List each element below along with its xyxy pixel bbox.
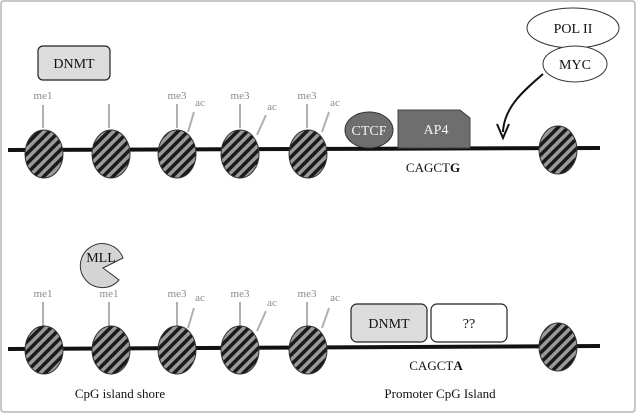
nucleosomes-bottom bbox=[24, 322, 578, 375]
dnmt-label-top: DNMT bbox=[53, 57, 95, 72]
nucleosome-top-4 bbox=[220, 129, 260, 179]
mll-complex: MLL bbox=[79, 243, 124, 289]
mark-bottom-n5-me3: me3 bbox=[298, 288, 317, 300]
ap4-label: AP4 bbox=[424, 123, 449, 138]
myc-label: MYC bbox=[559, 58, 591, 73]
nucleosome-top-3 bbox=[157, 129, 197, 179]
nucleosome-top-5 bbox=[288, 129, 328, 179]
histone-marks-top: me1 me3 ac me3 ac me3 ac bbox=[34, 90, 340, 136]
caption-cpg-island-shore: CpG island shore bbox=[75, 386, 166, 401]
dnmt-label-bottom: DNMT bbox=[368, 317, 410, 332]
mark-top-n1-me1: me1 bbox=[34, 90, 53, 102]
mark-bottom-n3-ac: ac bbox=[195, 292, 205, 304]
histone-marks-bottom: me1 me1 me3 ac me3 ac me3 ac bbox=[34, 288, 340, 332]
nucleosome-bottom-6 bbox=[538, 322, 578, 372]
mark-bottom-n3-me3: me3 bbox=[168, 288, 187, 300]
pol-ii-label: POL II bbox=[554, 22, 593, 37]
mll-label: MLL bbox=[86, 251, 116, 266]
mark-bottom-n4-me3: me3 bbox=[231, 288, 250, 300]
nucleosome-bottom-2 bbox=[91, 325, 131, 375]
nucleosome-bottom-5 bbox=[288, 325, 328, 375]
mark-top-n3-ac: ac bbox=[195, 97, 205, 109]
mark-bottom-n4-ac: ac bbox=[267, 297, 277, 309]
binding-arrow bbox=[496, 73, 544, 141]
ap4-factor: AP4 bbox=[397, 109, 471, 149]
unknown-factor-label: ?? bbox=[463, 317, 475, 332]
nucleosome-top-2 bbox=[91, 129, 131, 179]
mark-bottom-n5-ac: ac bbox=[330, 292, 340, 304]
mark-top-n4-ac: ac bbox=[267, 101, 277, 113]
nucleosome-bottom-4 bbox=[220, 325, 260, 375]
dnmt-box-bottom: DNMT bbox=[350, 303, 428, 343]
mark-top-n4-me3: me3 bbox=[231, 90, 250, 102]
ctcf-label: CTCF bbox=[351, 124, 386, 139]
nucleosome-bottom-3 bbox=[157, 325, 197, 375]
nucleosome-bottom-1 bbox=[24, 325, 64, 375]
pol-myc-complex: POL II MYC bbox=[526, 7, 620, 83]
ctcf-factor: CTCF bbox=[344, 111, 394, 149]
mark-bottom-n2-me1: me1 bbox=[100, 288, 119, 300]
mark-bottom-n1-me1: me1 bbox=[34, 288, 53, 300]
sequence-top: CAGCTG bbox=[406, 160, 460, 175]
nucleosome-top-1 bbox=[24, 129, 64, 179]
top-panel: DNMT me1 me3 ac me3 ac me3 ac bbox=[7, 7, 620, 179]
mark-top-n5-ac: ac bbox=[330, 97, 340, 109]
unknown-factor-box: ?? bbox=[430, 303, 508, 343]
dnmt-box-top: DNMT bbox=[37, 45, 111, 81]
caption-promoter-cpg-island: Promoter CpG Island bbox=[384, 386, 496, 401]
nucleosomes-top bbox=[24, 125, 578, 179]
bottom-panel: MLL me1 me1 me3 ac me3 ac me3 ac bbox=[7, 243, 601, 375]
sequence-bottom: CAGCTA bbox=[409, 358, 463, 373]
mark-top-n5-me3: me3 bbox=[298, 90, 317, 102]
nucleosome-top-6 bbox=[538, 125, 578, 175]
mark-top-n3-me3: me3 bbox=[168, 90, 187, 102]
